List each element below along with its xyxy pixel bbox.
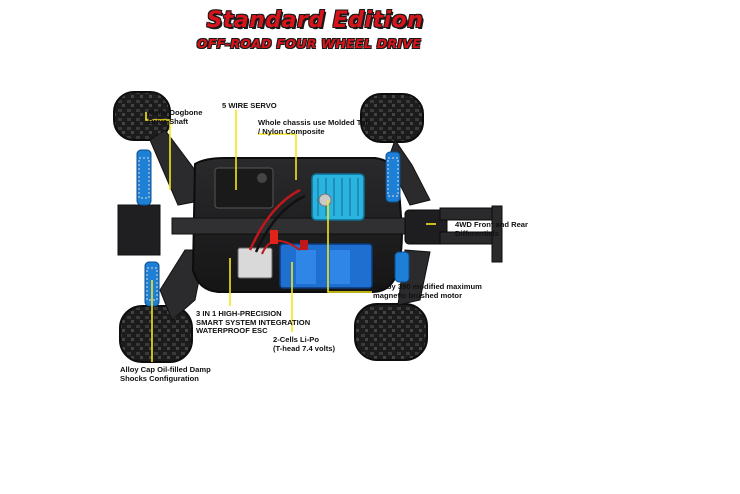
callout-metal-dogbone: Matal Dogbone Drive Shaft [148,108,203,126]
callout-battery: 2-Cells Li-Po (T-head 7.4 volts) [273,335,336,353]
edition-title: Standard Edition [206,8,424,33]
rear-right-shock [394,251,410,283]
front-right-shock [385,151,401,203]
motor-heatsink [311,173,365,221]
rear-right-tire [354,303,428,361]
callout-motor: hobby 390 modified maximum magnetic brus… [373,282,482,300]
callout-servo: 5 WIRE SERVO [222,101,277,110]
battery-pack [279,240,373,289]
callout-esc: 3 IN 1 HIGH-PRECISION SMART SYSTEM INTEG… [196,309,311,336]
servo-unit [214,167,274,209]
callout-differentials: 4WD Front and Rear Differentials [455,220,528,238]
front-left-shock [136,149,152,206]
front-left-tire [113,91,171,141]
rear-left-tire [119,305,193,363]
edition-subtitle: OFF-ROAD FOUR WHEEL DRIVE [196,36,422,51]
callout-shocks: Alloy Cap Oil-filled Damp Shocks Configu… [120,365,211,383]
front-right-tire [360,93,424,143]
esc-module [237,188,306,279]
callout-chassis: Whole chassis use Molded Tub / Nylon Com… [258,118,371,136]
callout-leaders [145,110,436,362]
